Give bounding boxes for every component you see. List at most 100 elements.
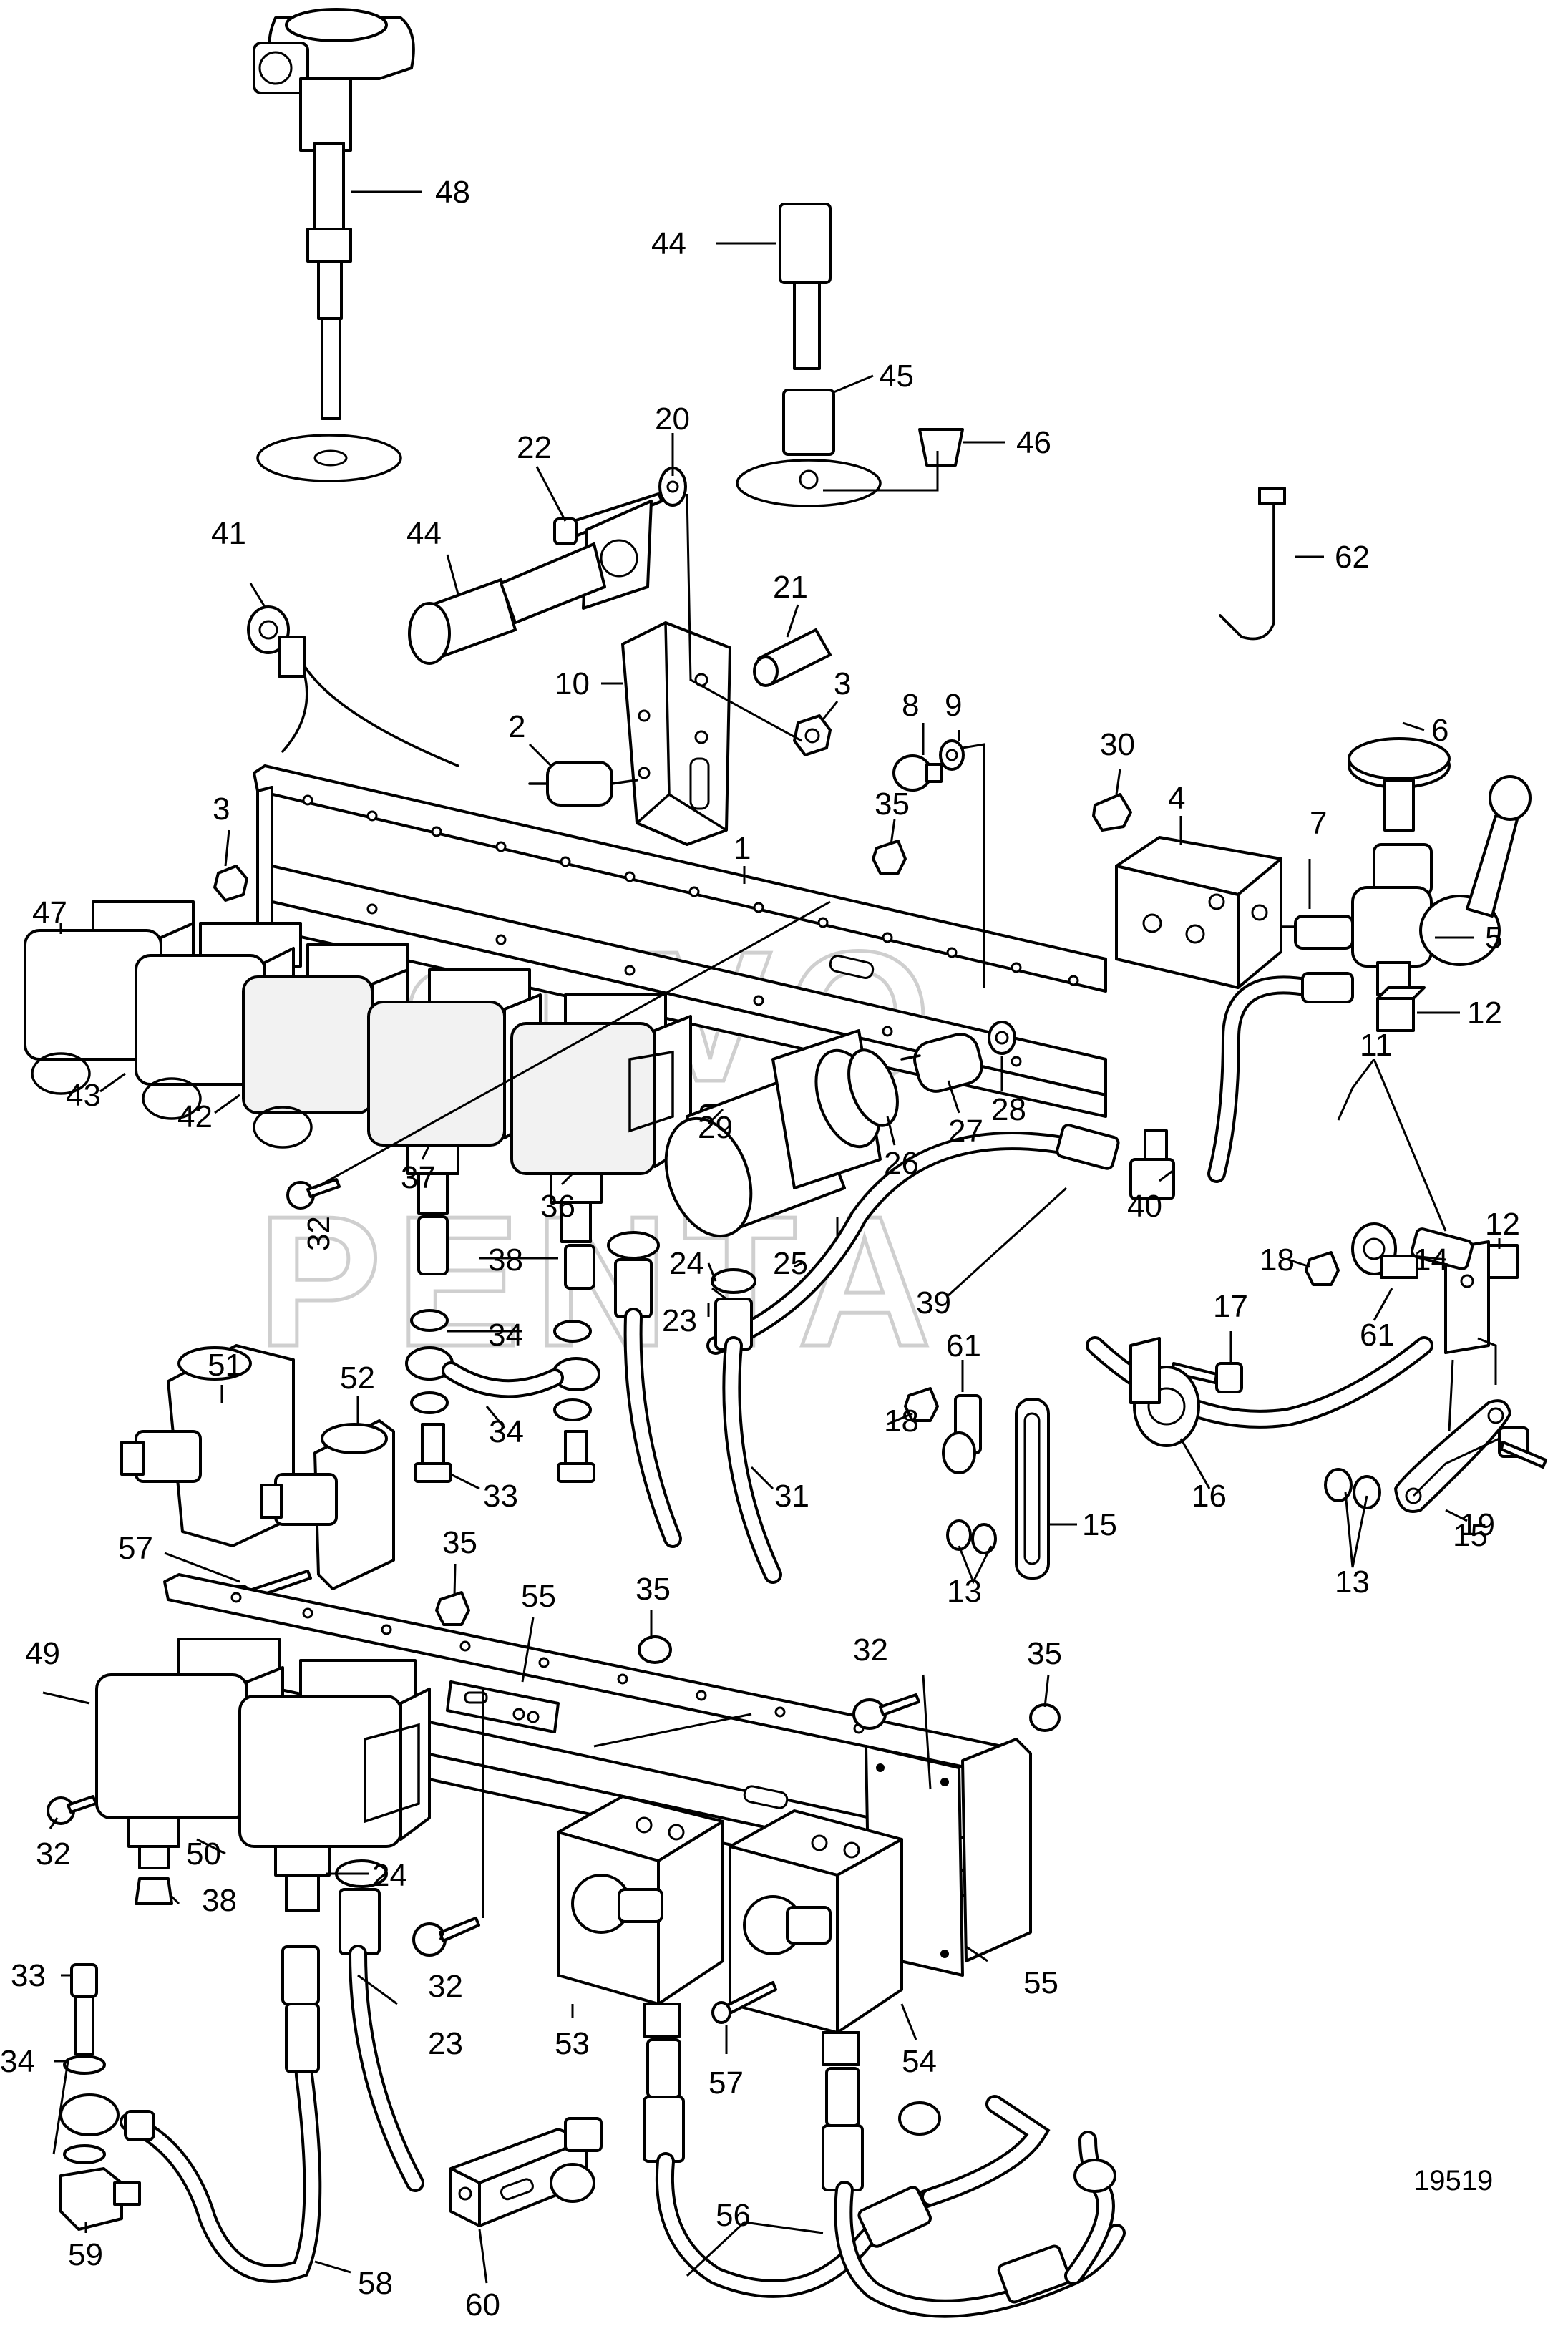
label-32-lower-right: 32 [853, 1632, 888, 1668]
part-32-screw-b [852, 1693, 920, 1730]
label-55-right: 55 [1023, 1965, 1058, 2000]
label-34-top: 34 [488, 1318, 523, 1353]
part-58-hose [120, 1945, 322, 2283]
part-7-nipple [1280, 915, 1354, 950]
label-33-lower: 33 [11, 1958, 46, 1993]
part-40-elbow [1129, 1129, 1175, 1200]
part-26-flange [771, 1029, 899, 1189]
label-56: 56 [716, 2198, 751, 2233]
label-35-top: 35 [875, 787, 910, 822]
label-47: 47 [32, 895, 67, 930]
label-49: 49 [25, 1636, 60, 1671]
label-44-top: 44 [651, 226, 686, 261]
label-42: 42 [177, 1099, 213, 1134]
part-61-clamp-b [942, 1394, 982, 1474]
label-14: 14 [1413, 1242, 1448, 1278]
part-61-clamp-a [1351, 1222, 1418, 1279]
part-18-nut-b [904, 1387, 939, 1422]
part-23-fitting-b [339, 1888, 381, 1955]
part-20-washer [658, 467, 687, 507]
label-36: 36 [540, 1189, 575, 1224]
label-39: 39 [916, 1285, 951, 1320]
label-60: 60 [465, 2287, 500, 2322]
label-57-top: 57 [118, 1531, 153, 1566]
part-35-nut-b [435, 1591, 470, 1626]
label-3-top: 3 [834, 666, 851, 701]
label-2: 2 [508, 709, 525, 744]
part-34-washers-c [63, 2055, 106, 2164]
label-34-mid: 34 [489, 1414, 524, 1449]
label-3-left: 3 [213, 792, 230, 827]
part-36-pressure-switch [510, 993, 692, 1243]
label-52: 52 [340, 1361, 375, 1396]
label-23-top: 23 [662, 1303, 697, 1338]
part-banjo-pipe [405, 1346, 600, 1398]
part-53-valve-block [557, 1795, 724, 2038]
part-hose-23b [349, 1945, 424, 2192]
label-62: 62 [1335, 540, 1370, 575]
label-61-right: 61 [1360, 1318, 1395, 1353]
label-5: 5 [1485, 920, 1502, 955]
part-33-banjo-bolt-b [70, 1963, 98, 2055]
label-9: 9 [945, 688, 962, 723]
part-35-nut-c [638, 1635, 672, 1664]
part-end-bracket [961, 1738, 1032, 1962]
part-54-valve-block [729, 1809, 903, 2066]
label-26: 26 [884, 1146, 919, 1181]
label-19: 19 [1460, 1507, 1495, 1542]
part-56-hoses [643, 2038, 1126, 2318]
label-13-mid: 13 [947, 1574, 982, 1609]
part-10-bracket [621, 621, 731, 846]
label-15-mid: 15 [1082, 1507, 1117, 1542]
part-15-strap-a [1015, 1398, 1050, 1580]
label-24-top: 24 [669, 1246, 704, 1281]
label-12-top: 12 [1467, 996, 1502, 1031]
label-16: 16 [1192, 1479, 1227, 1514]
part-28-washer [988, 1021, 1016, 1055]
label-30: 30 [1100, 727, 1135, 762]
label-48: 48 [435, 175, 470, 210]
label-33-top: 33 [483, 1479, 518, 1514]
label-18-right: 18 [1260, 1242, 1295, 1278]
callout-labels: 48 44 45 46 20 22 44 41 21 62 10 3 8 9 2… [0, 175, 1520, 2322]
label-21: 21 [773, 570, 808, 605]
part-44-side-sensor [408, 542, 606, 665]
part-39-hose [706, 1124, 1120, 1355]
part-30-nut [1092, 793, 1132, 832]
label-46: 46 [1016, 425, 1051, 460]
label-27: 27 [948, 1114, 983, 1149]
label-38-lower: 38 [202, 1883, 237, 1918]
label-40: 40 [1127, 1189, 1162, 1224]
part-31-hoses [623, 1308, 782, 1584]
label-28: 28 [991, 1092, 1026, 1127]
part-52-solenoid-valve [260, 1419, 395, 1590]
label-23-lower: 23 [428, 2026, 463, 2061]
part-32-screw-d [412, 1917, 480, 1957]
leader-lines [42, 190, 1501, 2284]
label-24-lower: 24 [372, 1858, 407, 1893]
part-33-banjo-bolts [414, 1423, 595, 1483]
part-35-nut-a [872, 840, 907, 875]
label-57-lower: 57 [708, 2065, 744, 2101]
label-17: 17 [1213, 1289, 1248, 1324]
part-15-strap-b [1394, 1399, 1511, 1513]
label-34-lower: 34 [0, 2044, 35, 2079]
part-62-clip [1219, 487, 1286, 641]
label-44-side: 44 [406, 516, 442, 551]
label-7: 7 [1310, 806, 1327, 841]
part-6-knob [1348, 737, 1451, 832]
part-34-washers [410, 1309, 592, 1421]
part-21-spacer [753, 628, 832, 687]
part-4-distribution-block [1115, 836, 1282, 989]
label-54: 54 [902, 2044, 937, 2079]
label-55-top: 55 [521, 1579, 556, 1614]
label-43: 43 [66, 1078, 101, 1113]
part-57-screw-b [711, 1981, 777, 2024]
part-banjo-58 [59, 2093, 120, 2136]
part-50-pressure-switch [238, 1659, 431, 1912]
label-32-lower-mid: 32 [428, 1969, 463, 2004]
label-10: 10 [555, 666, 590, 701]
part-3-nut-b [213, 865, 248, 902]
label-51: 51 [208, 1348, 243, 1383]
